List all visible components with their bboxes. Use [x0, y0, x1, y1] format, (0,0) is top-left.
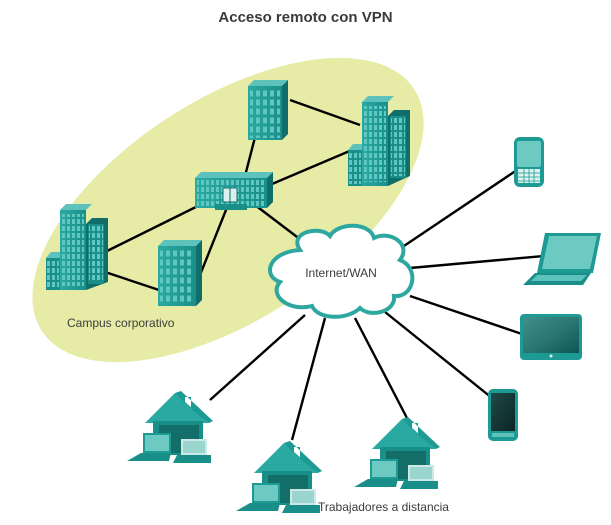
- internet-cloud: Internet/WAN: [268, 223, 415, 319]
- laptop-icon: [354, 459, 398, 487]
- link-cloud-home3: [353, 317, 410, 421]
- laptop-device: [523, 233, 601, 285]
- building-top: [248, 80, 288, 140]
- laptop-icon: [127, 433, 171, 461]
- notebook-icon: [400, 465, 438, 489]
- notebook-icon: [173, 439, 211, 463]
- home-office-2: [236, 441, 322, 513]
- home-office-1: [127, 391, 213, 463]
- notebook-icon: [282, 489, 320, 513]
- link-cloud-smartphone: [394, 169, 518, 253]
- home-office-3: [354, 417, 440, 489]
- building-bottom: [158, 240, 202, 306]
- touch-phone-device: [488, 389, 518, 441]
- network-links: [104, 98, 556, 441]
- campus-label: Campus corporativo: [67, 316, 175, 330]
- tablet-device: [520, 314, 582, 360]
- link-cloud-phone: [384, 311, 493, 399]
- link-hq-cloud: [254, 204, 306, 244]
- link-cloud-home1: [209, 314, 306, 401]
- teleworkers-label: Trabajadores a distancia: [318, 500, 449, 514]
- building-right-cluster: [348, 96, 410, 186]
- link-hq-bleft: [104, 198, 211, 254]
- building-left-cluster: [46, 204, 108, 290]
- link-hq-bbottom: [198, 204, 230, 276]
- link-cloud-tablet: [409, 294, 526, 337]
- link-hq-bright: [271, 148, 353, 186]
- laptop-icon: [236, 483, 280, 511]
- smartphone-device: [514, 137, 544, 187]
- link-btop-bright: [289, 98, 361, 127]
- building-headquarters: [195, 172, 273, 210]
- link-cloud-laptop: [409, 253, 556, 270]
- cloud-label: Internet/WAN: [305, 266, 377, 280]
- diagram-title: Acceso remoto con VPN: [218, 9, 393, 26]
- link-bleft-bbottom: [104, 270, 163, 293]
- link-cloud-home2: [290, 317, 327, 441]
